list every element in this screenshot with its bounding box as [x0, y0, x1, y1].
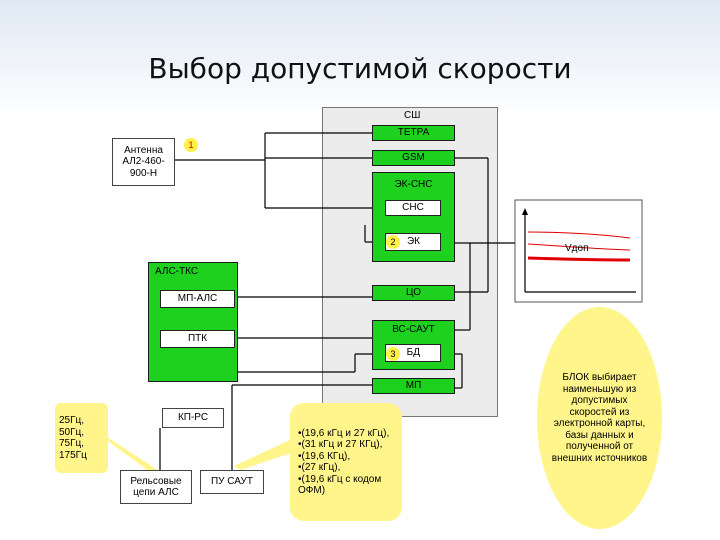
bd-label: БД: [406, 347, 420, 359]
callout-line: •(19,6 КГц),: [298, 450, 351, 462]
callout-line: •(27 кГц),: [298, 462, 341, 473]
freq-note-text: 25Гц, 50Гц, 75Гц, 175Гц: [59, 415, 87, 461]
pu-saut-box: ПУ САУТ: [200, 470, 264, 494]
gsm-box: GSM: [372, 150, 455, 166]
als-tks-label: АЛС-ТКС: [155, 266, 199, 277]
badge-2: 2: [386, 235, 400, 249]
rails-label: Рельсовые цепи АЛС: [130, 475, 182, 499]
kp-rs-label: КП-РС: [177, 412, 209, 424]
gsm-label: GSM: [402, 152, 425, 164]
page-title: Выбор допустимой скорости: [148, 52, 572, 85]
badge-3: 3: [386, 347, 400, 361]
kp-rs-box: КП-РС: [162, 408, 224, 428]
callout-line: •(31 кГц и 27 КГц),: [298, 439, 383, 450]
callout-line: •(19,6 кГц с кодом ОФМ): [298, 473, 382, 497]
sns-box: СНС: [385, 200, 441, 216]
mp-als-box: МП-АЛС: [160, 290, 235, 308]
tetra-box: ТЕТРА: [372, 125, 455, 141]
mp-box: МП: [372, 378, 455, 394]
mp-als-label: МП-АЛС: [177, 293, 218, 305]
ek-label: ЭК: [406, 236, 420, 248]
frequency-callout: •(19,6 кГц и 27 кГц), •(31 кГц и 27 КГц)…: [290, 403, 402, 521]
als-tks-frame: АЛС-ТКС: [148, 262, 238, 382]
block-note-ellipse: БЛОК выбирает наименьшую из допустимых с…: [537, 307, 662, 529]
pu-saut-label: ПУ САУТ: [210, 476, 253, 488]
mp-label: МП: [405, 380, 422, 392]
badge-1: 1: [184, 138, 198, 152]
tso-label: ЦО: [406, 287, 421, 299]
ek-sns-label: ЭК-СНС: [394, 179, 433, 190]
ptk-label: ПТК: [187, 333, 208, 345]
antenna-label: Антенна АЛ2-460-900-Н: [122, 144, 165, 179]
ssh-label: СШ: [404, 110, 421, 121]
tetra-label: ТЕТРА: [397, 127, 430, 139]
callout-line: •(19,6 кГц и 27 кГц),: [298, 427, 390, 439]
sns-label: СНС: [402, 202, 424, 214]
ptk-box: ПТК: [160, 330, 235, 348]
block-note-text: БЛОК выбирает наименьшую из допустимых с…: [551, 372, 648, 464]
rails-box: Рельсовые цепи АЛС: [120, 470, 192, 504]
antenna-box: Антенна АЛ2-460-900-Н: [112, 138, 175, 186]
tso-box: ЦО: [372, 285, 455, 301]
graph-label: Vдоп: [565, 243, 589, 254]
freq-note: 25Гц, 50Гц, 75Гц, 175Гц: [55, 403, 108, 473]
vs-saut-label: ВС-САУТ: [392, 324, 435, 335]
